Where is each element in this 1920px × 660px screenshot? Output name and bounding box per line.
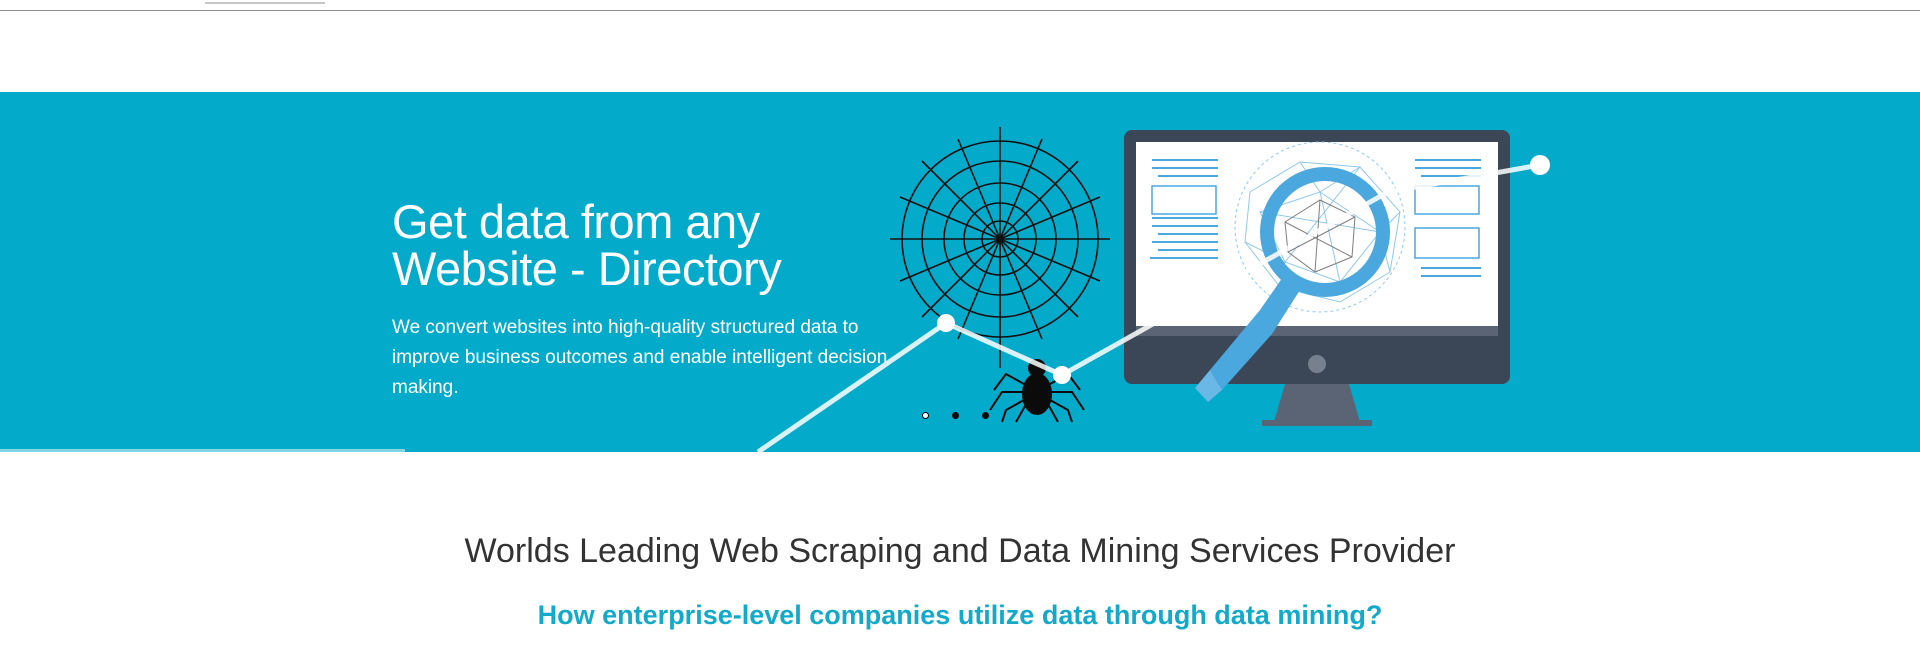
slider-dot-2[interactable] [952, 412, 959, 419]
slide-progress-bar [0, 449, 405, 452]
trend-line-icon [756, 155, 1550, 452]
magnifying-glass-icon [1195, 141, 1406, 402]
hero-title-line-1: Get data from any [392, 195, 760, 249]
hero-title: Get data from any Website - Directory [392, 198, 872, 292]
slider-dot-3[interactable] [982, 412, 989, 419]
hero-illustration [756, 127, 1550, 452]
hero-description: We convert websites into high-quality st… [392, 317, 888, 398]
hero-title-line-2: Website - Directory [392, 242, 782, 296]
hero-slider: Get data from any Website - Directory We… [0, 92, 1920, 452]
spider-web-icon [890, 127, 1110, 368]
page-headline: Worlds Leading Web Scraping and Data Min… [464, 532, 1456, 571]
slider-dot-1[interactable] [922, 412, 929, 419]
top-header-bar [0, 0, 1920, 11]
page-subheadline: How enterprise-level companies utilize d… [537, 600, 1383, 630]
logo-partial[interactable] [205, 0, 325, 4]
